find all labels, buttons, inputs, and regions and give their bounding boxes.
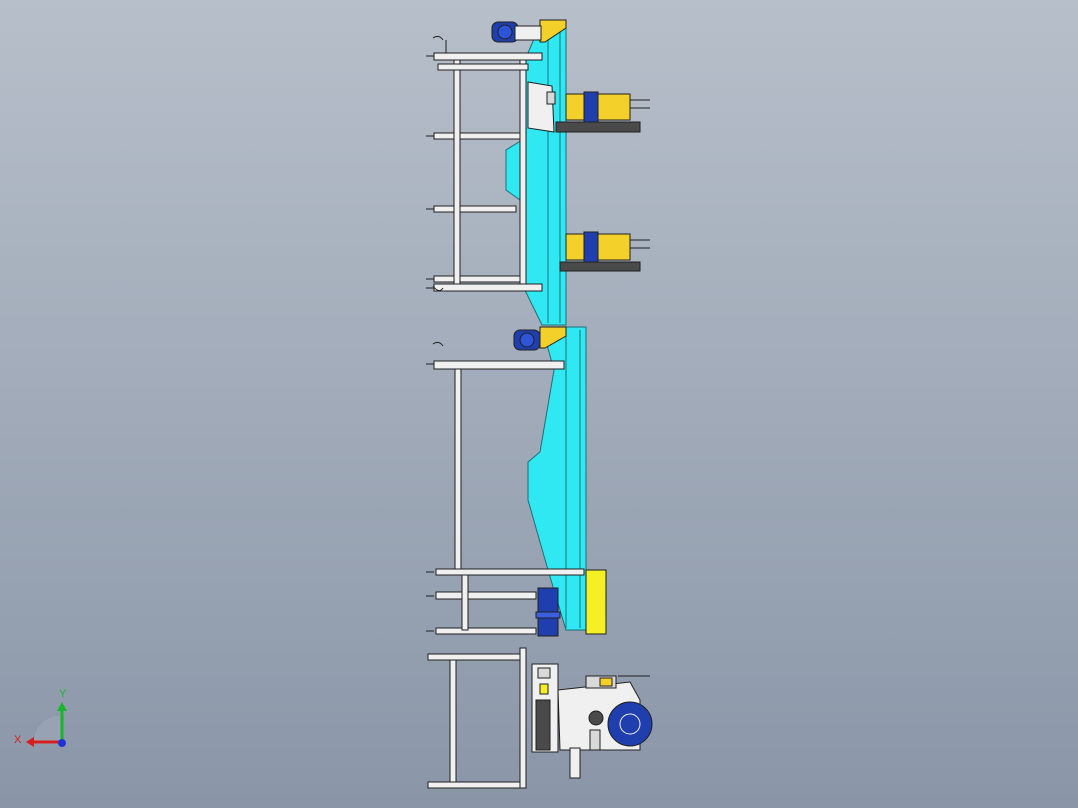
coordinate-triad[interactable] <box>26 702 67 747</box>
control-cabinet <box>531 663 559 753</box>
lower-frame <box>426 341 585 635</box>
x-axis-label: X <box>14 734 22 746</box>
upper-motor <box>491 21 542 43</box>
lower-conveyor-assembly[interactable] <box>426 326 607 637</box>
upper-conveyor-assembly[interactable] <box>426 19 650 326</box>
labeling-station[interactable] <box>427 647 653 789</box>
label-head-2 <box>559 231 650 272</box>
triad-base-shade <box>33 715 62 744</box>
upper-frame <box>426 35 543 292</box>
y-axis-label: Y <box>59 688 67 700</box>
lower-hopper-body <box>527 326 587 631</box>
upper-guard-plate <box>527 81 555 133</box>
label-head-1 <box>555 91 650 133</box>
drive-motor <box>535 587 561 637</box>
station-frame <box>427 647 527 789</box>
z-axis-dot <box>58 739 66 747</box>
label-dispenser <box>557 675 653 779</box>
lower-motor-top <box>513 329 541 351</box>
bright-yellow-guard <box>585 569 607 635</box>
